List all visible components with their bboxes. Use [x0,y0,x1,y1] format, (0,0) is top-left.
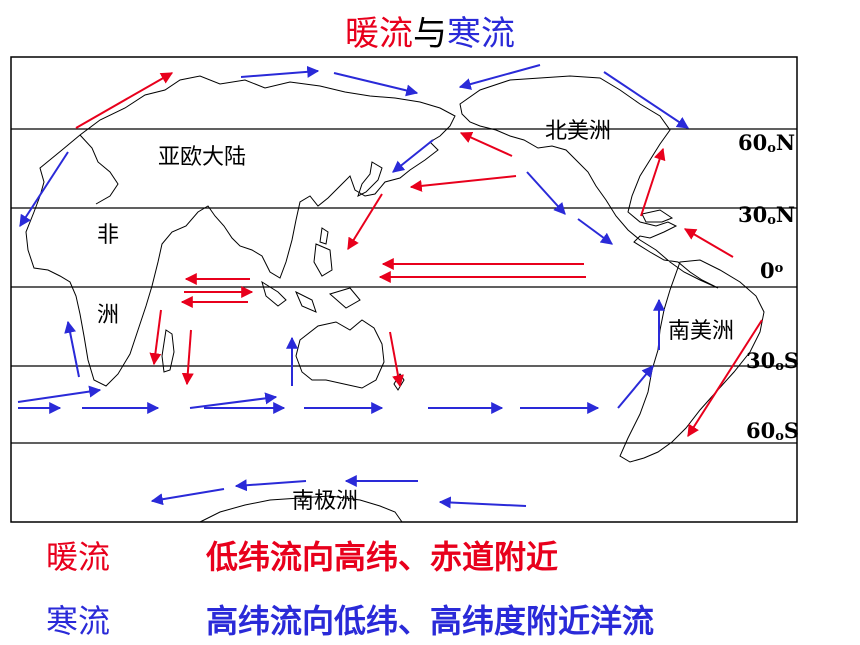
cold-current-arctic-1 [240,65,320,78]
warm-current-caribbean [683,228,734,258]
cold-current-antarctic-2 [234,479,307,492]
cold-current-west-wind-drift-1 [17,385,102,403]
legend-warm: 暖流 低纬流向高纬、赤道附近 [46,532,558,578]
warm-current-kuroshio [347,193,383,251]
coast-north-america [459,75,719,289]
cold-current-antarctic-1 [150,488,225,506]
lat-label-30n: 30oN [738,202,795,228]
warm-current-north-atlantic [75,72,174,129]
coast-antarctica [199,495,403,523]
legend-cold: 寒流 高纬流向低纬、高纬度附近洋流 [46,596,654,642]
warm-current-agulhas [181,329,194,386]
cold-current-falkland [617,365,654,409]
legend-cold-desc: 高纬流向低纬、高纬度附近洋流 [206,602,655,640]
legend-warm-desc: 低纬流向高纬、赤道附近 [206,538,559,576]
coast-florida [641,209,674,223]
coast-europe-detail [79,134,119,205]
coastlines [25,75,765,523]
label-antarctica: 南极洲 [292,489,358,514]
cold-currents [17,64,689,509]
warm-current-gulf-stream [640,147,666,217]
cold-current-benguela [64,320,80,378]
label-south-america: 南美洲 [668,319,734,344]
warm-current-mozambique [149,309,162,366]
cold-current-canary [19,151,69,228]
lat-label-30s: 30oS [746,348,799,374]
coast-australia [295,319,385,389]
warm-current-north-pacific [459,131,513,157]
warm-currents [75,72,763,438]
lat-label-60n: 60oN [738,130,795,156]
title-connector: 与 [413,14,447,54]
label-africa-top: 非 [97,223,119,248]
coast-indonesia [261,243,361,313]
legend-cold-term: 寒流 [46,602,111,640]
coast-south-america [619,259,765,463]
warm-current-east-australia [389,331,404,388]
title-warm: 暖流 [345,14,413,54]
cold-current-oyashio [392,139,434,173]
label-eurasia: 亚欧大陆 [158,145,246,170]
cold-current-labrador-arctic [603,71,689,129]
cold-current-arctic-2 [333,72,419,97]
latitude-lines [11,128,797,444]
coast-japan [357,161,383,197]
lat-label-equator: 0o [760,258,784,283]
coast-philippines [319,227,329,245]
coast-madagascar [161,329,175,373]
cold-current-antarctic-4 [438,496,527,509]
legend-warm-term: 暖流 [46,538,111,576]
cold-current-arctic-3 [458,64,541,90]
label-africa-bottom: 洲 [97,303,119,328]
warm-current-brazil [687,319,763,438]
cold-current-california-2 [577,218,613,245]
cold-current-california-1 [526,171,566,215]
warm-current-gulf-to-europe [409,175,517,192]
label-north-america: 北美洲 [545,119,611,144]
page-title: 暖流与寒流 [0,6,860,55]
title-cold: 寒流 [447,14,515,54]
lat-label-60s: 60oS [746,418,799,444]
map-frame [10,56,798,523]
cold-current-west-wind-drift-4 [189,392,278,409]
coast-eurasia-africa [25,75,456,387]
